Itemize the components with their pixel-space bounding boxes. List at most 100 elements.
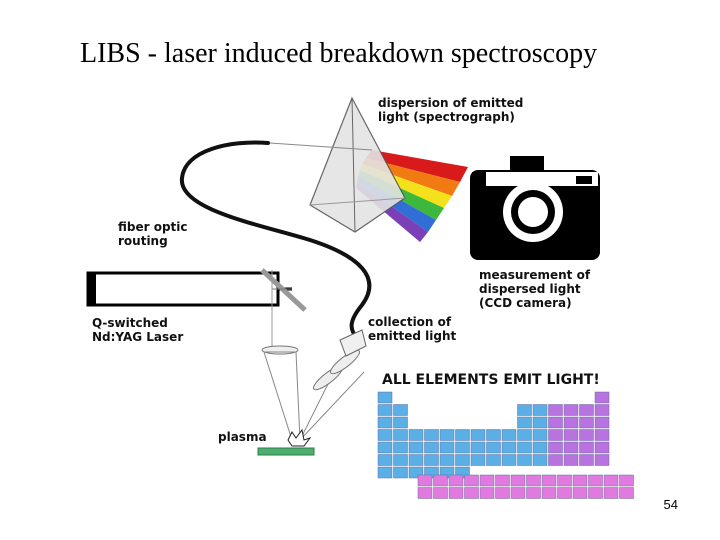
element-cell	[548, 404, 563, 416]
element-cell	[572, 487, 588, 499]
element-cell	[510, 487, 526, 499]
element-cell	[517, 429, 532, 441]
element-cell	[517, 404, 532, 416]
collection-label: collection of emitted light	[368, 315, 456, 343]
element-cell	[479, 487, 495, 499]
element-cell	[433, 474, 448, 487]
fiber-label-line1: fiber optic	[118, 220, 188, 234]
element-cell	[479, 474, 495, 487]
element-cell	[464, 474, 479, 487]
element-cell	[594, 429, 610, 441]
element-cell	[393, 429, 408, 441]
element-cell	[470, 454, 486, 466]
element-cell	[455, 454, 470, 466]
element-cell	[532, 429, 548, 441]
element-cell	[408, 466, 424, 479]
element-cell	[377, 416, 393, 429]
element-cell	[377, 441, 393, 454]
element-cell	[393, 404, 408, 416]
all-elements-label: ALL ELEMENTS EMIT LIGHT!	[382, 372, 600, 388]
measurement-label-line1: measurement of	[479, 268, 591, 282]
dispersion-label-line1: dispersion of emitted	[378, 96, 524, 110]
element-cell	[393, 416, 408, 429]
element-cell	[541, 487, 557, 499]
collection-label-line1: collection of	[368, 315, 452, 329]
element-cell	[377, 429, 393, 441]
element-cell	[501, 441, 517, 454]
element-cell	[439, 429, 455, 441]
element-cell	[619, 487, 634, 499]
element-cell	[439, 441, 455, 454]
lens-icon	[261, 345, 299, 355]
element-cell	[377, 404, 393, 416]
element-cell	[619, 474, 634, 487]
element-cell	[455, 429, 470, 441]
element-cell	[510, 474, 526, 487]
element-cell	[594, 391, 610, 404]
element-cell	[532, 454, 548, 466]
element-cell	[517, 454, 532, 466]
element-cell	[594, 441, 610, 454]
element-cell	[579, 416, 594, 429]
element-cell	[408, 429, 424, 441]
element-cell	[541, 474, 557, 487]
laser-icon	[86, 271, 292, 307]
plasma-label: plasma	[218, 430, 267, 444]
element-cell	[486, 441, 501, 454]
element-cell	[579, 404, 594, 416]
element-cell	[588, 487, 603, 499]
element-cell	[563, 454, 579, 466]
measurement-label-line3: (CCD camera)	[479, 296, 572, 310]
measurement-label-line2: dispersed light	[479, 282, 581, 296]
fiber-label-line2: routing	[118, 234, 168, 248]
element-cell	[563, 429, 579, 441]
element-cell	[377, 466, 393, 479]
fiber-optic-cable	[179, 140, 372, 340]
element-cell	[557, 474, 572, 487]
element-cell	[501, 429, 517, 441]
element-cell	[417, 474, 433, 487]
element-cell	[393, 441, 408, 454]
dispersion-label-line2: light (spectrograph)	[378, 110, 515, 124]
element-cell	[501, 454, 517, 466]
fiber-optic-label: fiber optic routing	[118, 220, 188, 248]
element-cell	[408, 441, 424, 454]
dispersion-label: dispersion of emitted light (spectrograp…	[378, 96, 523, 124]
element-cell	[563, 441, 579, 454]
element-cell	[464, 487, 479, 499]
element-cell	[424, 441, 439, 454]
prism-icon	[269, 96, 406, 233]
camera-icon	[470, 156, 600, 260]
element-cell	[433, 487, 448, 499]
element-cell	[594, 454, 610, 466]
element-cell	[517, 441, 532, 454]
element-cell	[588, 474, 603, 487]
element-cell	[594, 404, 610, 416]
element-cell	[377, 454, 393, 466]
element-cell	[594, 416, 610, 429]
element-cell	[572, 474, 588, 487]
element-cell	[548, 441, 563, 454]
collection-optics	[299, 329, 367, 441]
element-cell	[579, 429, 594, 441]
laser-label-line1: Q-switched	[92, 316, 168, 330]
element-cell	[495, 474, 510, 487]
element-cell	[393, 466, 408, 479]
page-number: 54	[663, 497, 678, 512]
element-cell	[517, 416, 532, 429]
element-cell	[455, 441, 470, 454]
element-cell	[424, 429, 439, 441]
element-cell	[486, 429, 501, 441]
element-cell	[603, 487, 619, 499]
plasma-icon	[257, 428, 315, 456]
page-title: LIBS - laser induced breakdown spectrosc…	[80, 38, 598, 69]
element-cell	[486, 454, 501, 466]
element-cell	[526, 487, 541, 499]
laser-label: Q-switched Nd:YAG Laser	[92, 316, 183, 344]
collection-label-line2: emitted light	[368, 329, 457, 343]
element-cell	[470, 429, 486, 441]
element-cell	[532, 404, 548, 416]
periodic-table-icon	[377, 391, 634, 499]
mirror-icon	[260, 268, 307, 350]
